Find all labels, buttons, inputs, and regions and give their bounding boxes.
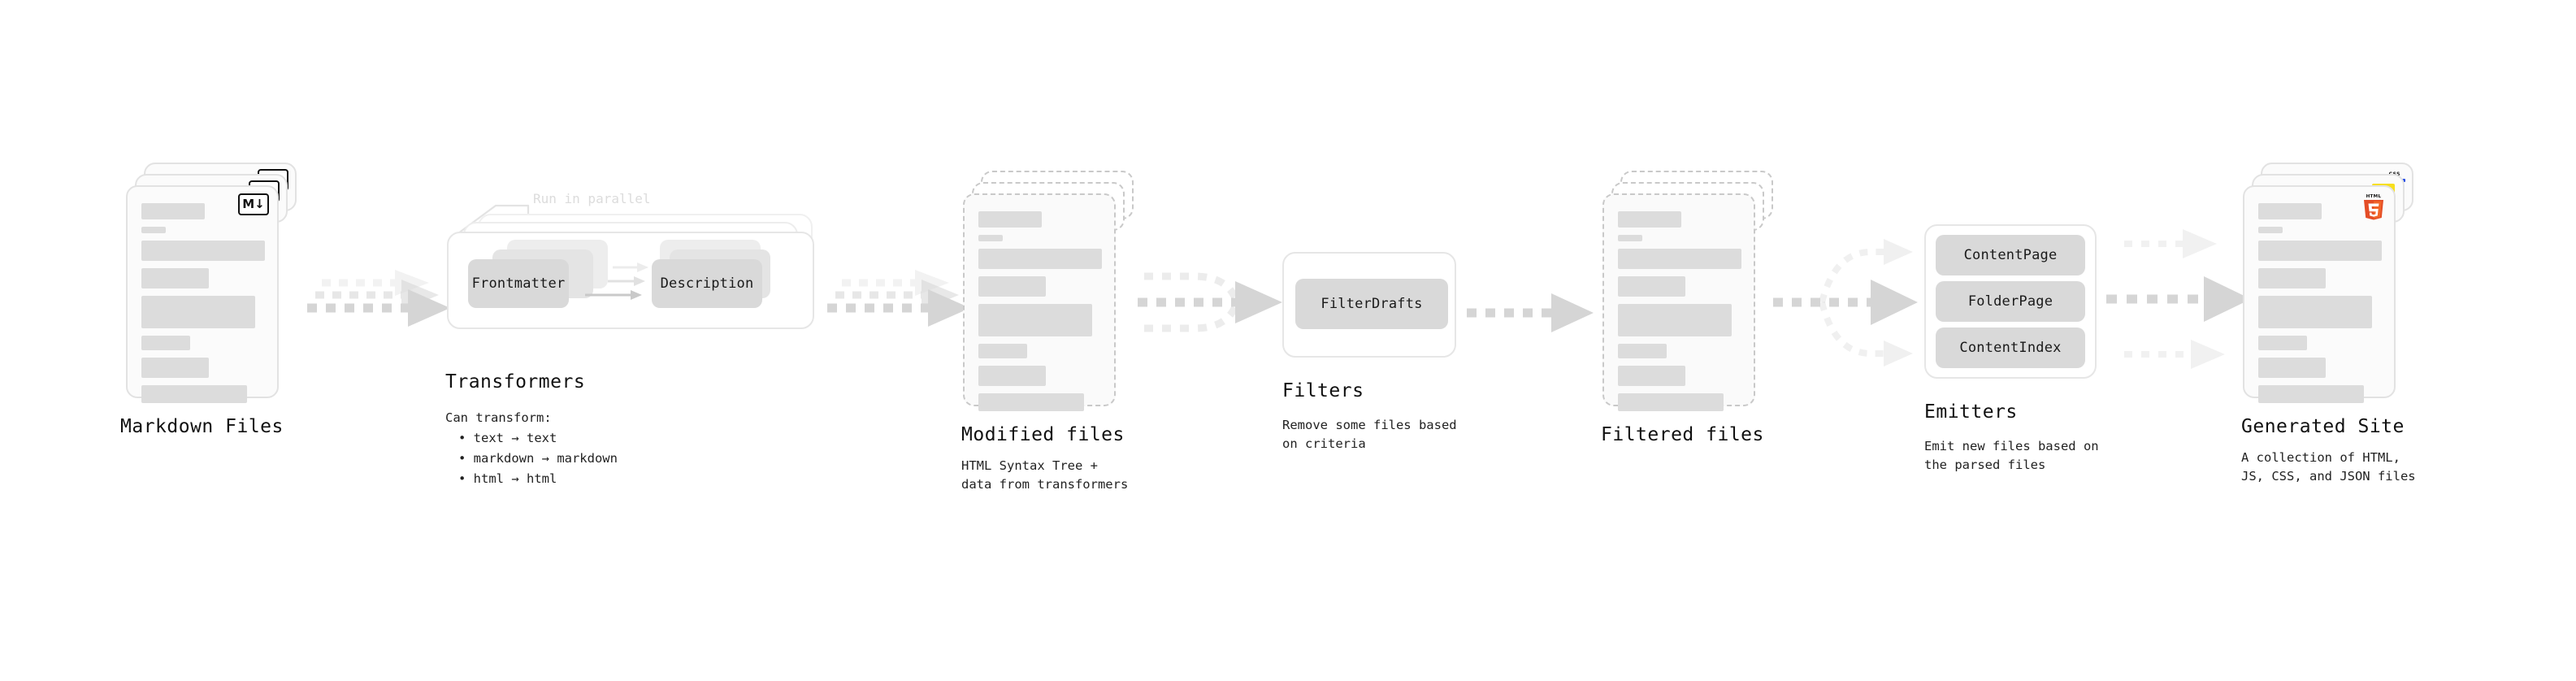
chip-label: Description <box>660 275 754 292</box>
markdown-icon-label: M↓ <box>242 197 265 211</box>
markdown-doc-stack: M↓ M↓ M↓ <box>126 163 297 403</box>
transformer-chip-frontmatter[interactable]: Frontmatter <box>468 259 569 308</box>
generated-site-subcaption-2: JS, CSS, and JSON files <box>2241 469 2416 484</box>
modified-files-subcaption-2: data from transformers <box>961 477 1129 492</box>
arrow-transformers-to-modified <box>827 268 974 341</box>
caption-emitters: Emitters <box>1924 401 2018 423</box>
stage-markdown-files: M↓ M↓ M↓ <box>120 163 297 437</box>
caption-markdown-files: Markdown Files <box>120 416 284 437</box>
caption-filtered-files: Filtered files <box>1601 424 1764 445</box>
transformer-inner-arrows <box>585 262 648 300</box>
svg-text:HTML: HTML <box>2366 194 2382 199</box>
emitters-chip-contentindex[interactable]: ContentIndex <box>1936 327 2085 368</box>
caption-transformers: Transformers <box>445 371 586 393</box>
arrow-emitters-to-site <box>2106 226 2257 372</box>
chip-label: ContentIndex <box>1959 340 2062 356</box>
markdown-icon: M↓ <box>238 193 269 215</box>
stage-modified-files: Modified files HTML Syntax Tree + data f… <box>961 171 1134 492</box>
transformer-chip-description[interactable]: Description <box>652 259 762 308</box>
document-front: HTML <box>2243 185 2396 403</box>
emitters-chip-contentpage[interactable]: ContentPage <box>1936 235 2085 275</box>
chip-label: FolderPage <box>1967 293 2053 310</box>
document-front <box>1602 193 1755 411</box>
caption-filters: Filters <box>1282 380 1364 401</box>
emitters-chip-folderpage[interactable]: FolderPage <box>1936 281 2085 322</box>
emitters-subcaption-1: Emit new files based on <box>1924 439 2099 453</box>
arrow-markdown-to-transformers <box>307 268 453 341</box>
filters-chip-filterdrafts[interactable]: FilterDrafts <box>1295 279 1448 329</box>
generated-site-subcaption-1: A collection of HTML, <box>2241 450 2400 465</box>
transformers-bullet-2: • html → html <box>458 471 557 486</box>
chip-label: Frontmatter <box>471 275 566 292</box>
chip-label: FilterDrafts <box>1321 296 1423 312</box>
emitters-subcaption-2: the parsed files <box>1924 458 2046 472</box>
caption-generated-site: Generated Site <box>2241 416 2405 437</box>
document-content-lines <box>1618 211 1741 419</box>
document-content-lines <box>2258 203 2382 410</box>
modified-files-subcaption-1: HTML Syntax Tree + <box>961 458 1098 473</box>
filters-subcaption-1: Remove some files based <box>1282 418 1457 432</box>
html5-icon: HTML <box>2361 192 2386 220</box>
stage-filtered-files: Filtered files <box>1601 171 1773 445</box>
run-in-parallel-label: Run in parallel <box>533 191 651 206</box>
arrow-filters-to-filtered <box>1467 288 1597 337</box>
filtered-doc-stack <box>1602 171 1773 411</box>
generated-doc-stack: CSS HTML <box>2243 163 2413 403</box>
modified-doc-stack <box>963 171 1134 411</box>
transformers-bullet-0: • text → text <box>458 431 557 445</box>
document-content-lines <box>978 211 1102 419</box>
document-content-lines <box>141 203 265 410</box>
chip-label: ContentPage <box>1963 247 2058 263</box>
transformers-bullet-1: • markdown → markdown <box>458 451 618 466</box>
caption-modified-files: Modified files <box>961 424 1125 445</box>
arrow-filtered-to-emitters <box>1773 234 1923 372</box>
transformers-sub-heading: Can transform: <box>445 410 552 425</box>
arrow-modified-to-filters <box>1138 258 1288 352</box>
document-front: M↓ <box>126 185 279 403</box>
filters-subcaption-2: on criteria <box>1282 436 1366 451</box>
document-front <box>963 193 1116 411</box>
stage-generated-site: CSS HTML <box>2241 163 2416 484</box>
